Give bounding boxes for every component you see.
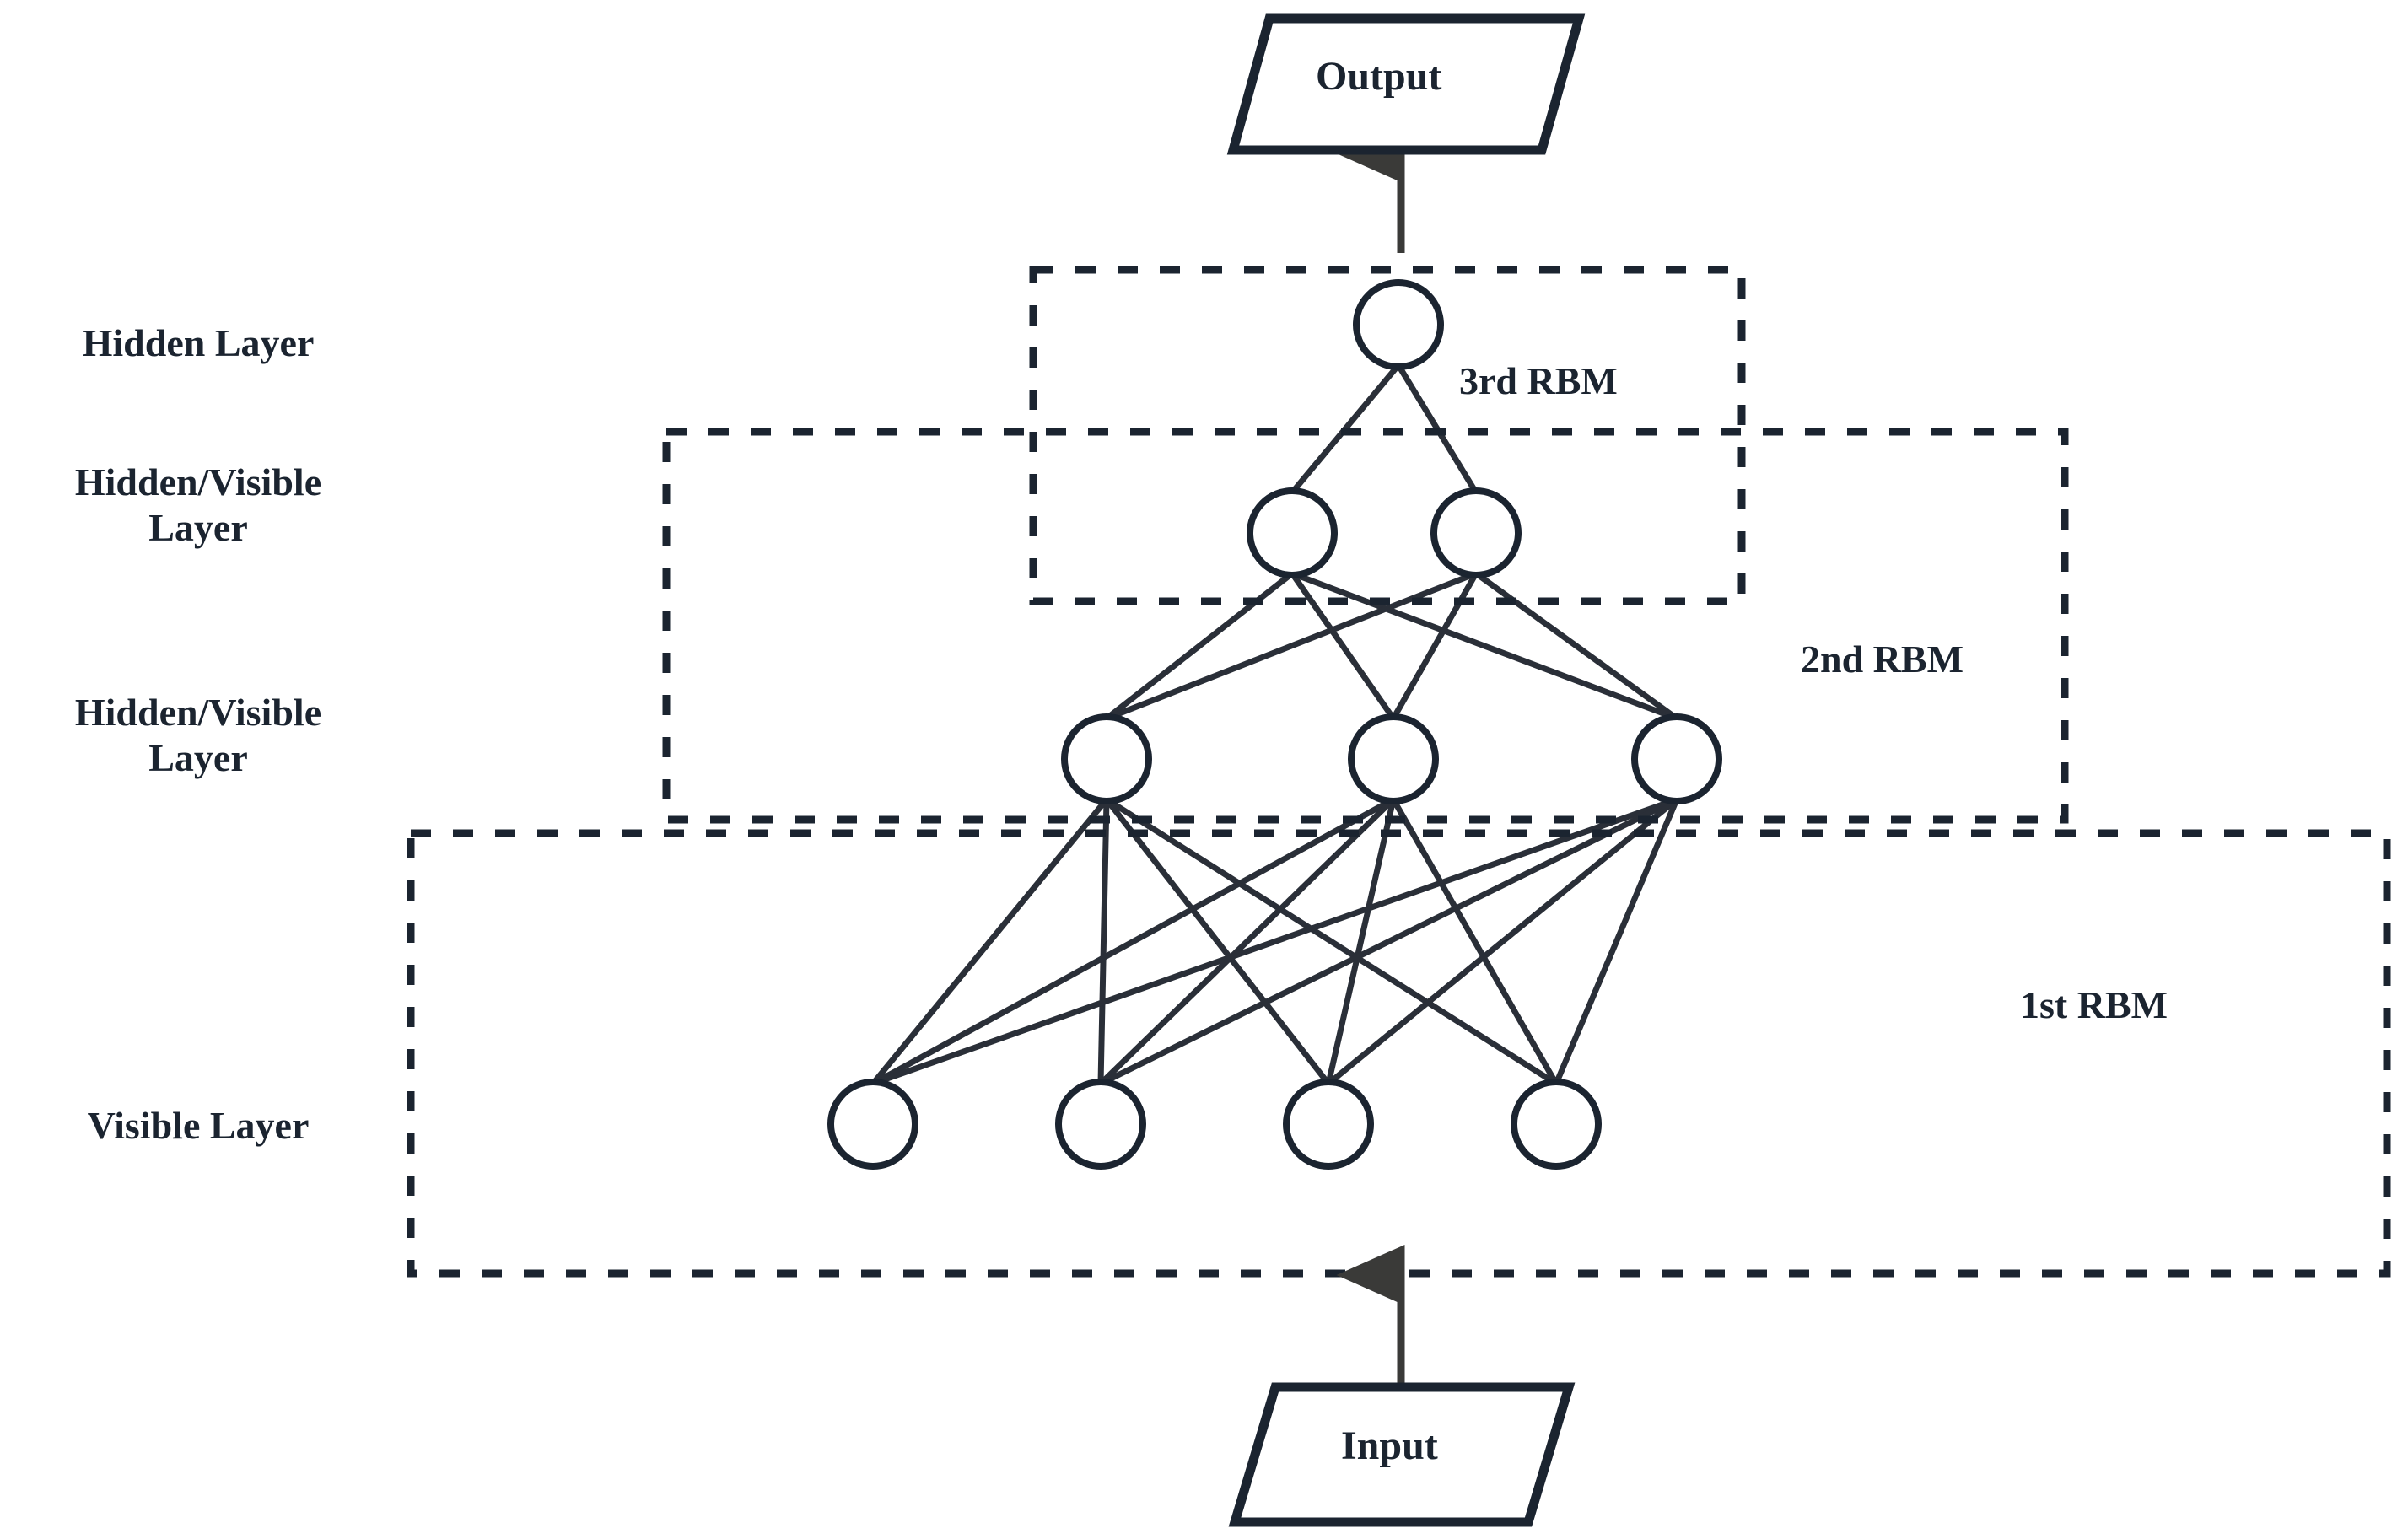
node-hidden-visible-lower-2[interactable]	[1631, 713, 1722, 804]
output-label: Output	[1316, 54, 1442, 99]
edge-hv-lower-to-visible	[870, 796, 1397, 1087]
node-hidden-visible-lower-0[interactable]	[1061, 713, 1152, 804]
layer-label-hidden-visible-upper: Hidden/Visible Layer	[0, 460, 396, 552]
edge-hv-lower-to-visible	[870, 796, 1110, 1087]
input-shape[interactable]	[1228, 1382, 1576, 1527]
edge-hv-lower-to-visible	[1325, 796, 1680, 1087]
layer-label-hidden: Hidden Layer	[0, 320, 396, 366]
node-visible-0[interactable]	[827, 1079, 918, 1170]
node-hidden-visible-upper-1[interactable]	[1430, 487, 1522, 578]
edge-hv-upper-to-hv-lower	[1289, 570, 1397, 722]
layer-label-hidden-line1: Hidden Layer	[82, 321, 315, 364]
layer-label-hv-upper-line2: Layer	[148, 506, 248, 550]
edge-hv-lower-to-visible	[1103, 796, 1560, 1087]
rbm-box-rbm-1	[407, 829, 2391, 1278]
layer-label-visible: Visible Layer	[0, 1103, 396, 1149]
input-label: Input	[1341, 1423, 1438, 1468]
layer-label-hv-lower-line1: Hidden/Visible	[74, 691, 322, 734]
layer-label-visible-line1: Visible Layer	[87, 1104, 310, 1147]
network-nodes	[827, 279, 1722, 1170]
rbm-label-3rd: 3rd RBM	[1459, 359, 1618, 402]
output-shape[interactable]	[1226, 13, 1586, 155]
rbm-label-1st: 1st RBM	[2020, 983, 2168, 1026]
node-visible-1[interactable]	[1055, 1079, 1146, 1170]
rbm-box-rbm-2	[662, 428, 2069, 824]
edge-hv-upper-to-hv-lower	[1390, 570, 1479, 722]
rbm-box-rbm-3	[1029, 266, 1746, 605]
edge-hv-lower-to-visible	[870, 796, 1680, 1087]
edge-hv-upper-to-hv-lower	[1103, 570, 1479, 722]
connection-edges	[870, 362, 1680, 1087]
node-visible-2[interactable]	[1283, 1079, 1374, 1170]
node-hidden-visible-upper-0[interactable]	[1247, 487, 1338, 578]
rbm-label-2nd: 2nd RBM	[1801, 638, 1964, 681]
edge-hv-lower-to-visible	[1553, 796, 1680, 1087]
io-shapes	[1226, 13, 1586, 1527]
edge-hv-upper-to-hv-lower	[1473, 570, 1680, 722]
node-hidden-top-0[interactable]	[1353, 279, 1444, 370]
layer-label-hidden-visible-lower: Hidden/Visible Layer	[0, 690, 396, 782]
edge-hv-lower-to-visible	[1325, 796, 1397, 1087]
layer-label-hv-upper-line1: Hidden/Visible	[74, 460, 322, 503]
edge-hv-upper-to-hv-lower	[1103, 570, 1296, 722]
layer-label-hv-lower-line2: Layer	[148, 736, 248, 780]
node-visible-3[interactable]	[1511, 1079, 1602, 1170]
edge-hv-lower-to-visible	[1390, 796, 1560, 1087]
rbm-boundary-boxes	[407, 266, 2391, 1278]
edge-hv-lower-to-visible	[1097, 796, 1397, 1087]
edge-hv-upper-to-hv-lower	[1289, 570, 1680, 722]
edge-hv-lower-to-visible	[1097, 796, 1110, 1087]
edge-hv-lower-to-visible	[1097, 796, 1680, 1087]
node-hidden-visible-lower-1[interactable]	[1348, 713, 1439, 804]
edge-hv-lower-to-visible	[1103, 796, 1332, 1087]
